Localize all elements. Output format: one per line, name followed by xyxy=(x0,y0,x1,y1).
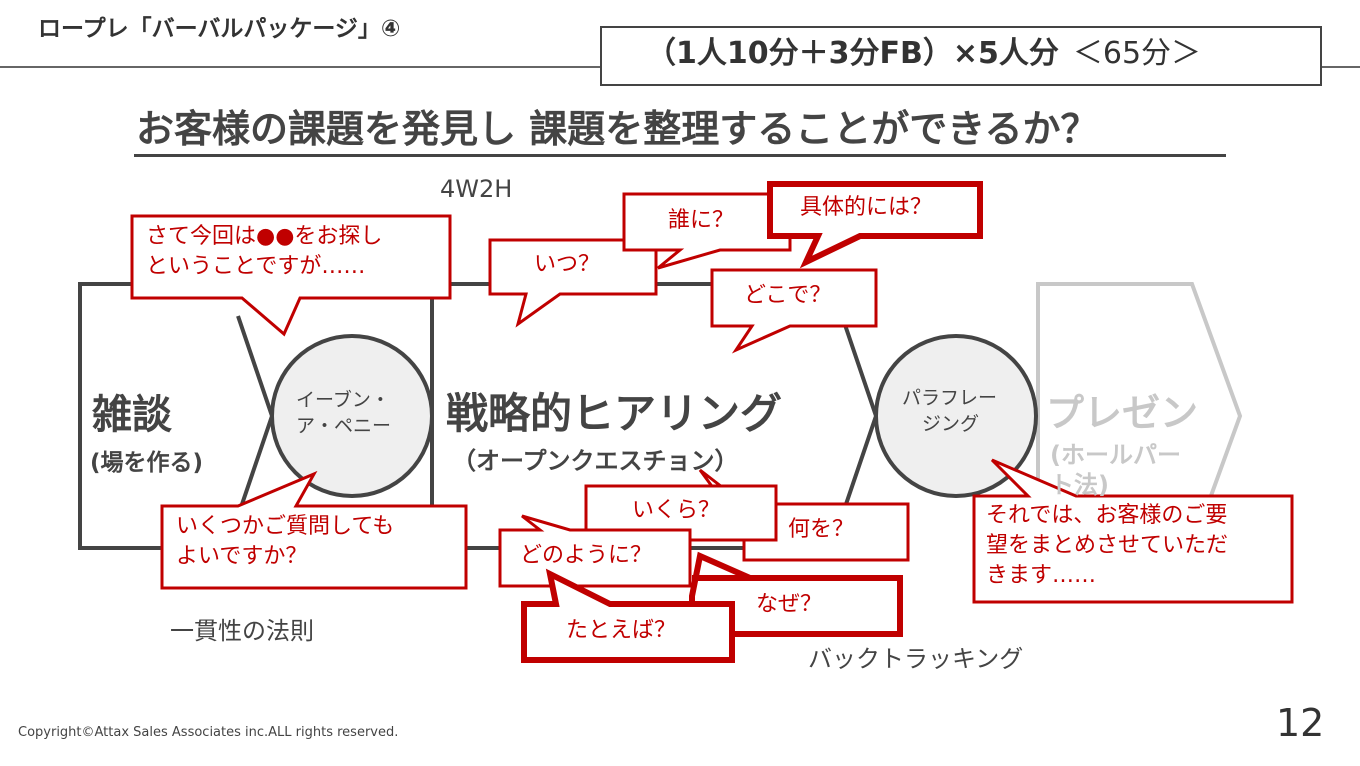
time-total: ＜65分＞ xyxy=(1072,36,1202,71)
time-box xyxy=(600,26,1322,86)
bubble-how: どのように？ xyxy=(520,543,653,568)
paraphrase-label-1: パラフレー xyxy=(902,387,998,409)
bubble-ask: いくつかご質問しても よいですか？ xyxy=(176,512,394,572)
bubble-ask-line1: いくつかご質問しても xyxy=(176,514,395,539)
bubble-what: 何を？ xyxy=(788,517,855,542)
bubble-summary-line3: きます…… xyxy=(986,563,1097,588)
even-penny-circle xyxy=(270,334,434,498)
bubble-intro-line1: さて今回は●●をお探し xyxy=(146,224,383,249)
zatsudan-title: 雑談 xyxy=(92,392,172,438)
bubble-specific-shape xyxy=(767,181,983,269)
consistency-label: 一貫性の法則 xyxy=(170,617,314,645)
bubble-intro-shape xyxy=(130,214,452,337)
backtracking-label: バックトラッキング xyxy=(808,645,1024,673)
bubble-ask-shape xyxy=(160,470,468,590)
bubble-where: どこで？ xyxy=(744,283,832,308)
bubble-specific: 具体的には？ xyxy=(800,195,933,220)
bubble-intro-line2: ということですが…… xyxy=(146,254,366,279)
bubble-why: なぜ？ xyxy=(756,592,823,617)
bubble-when: いつ？ xyxy=(534,252,601,277)
time-formula: （1人10分＋3分FB）×5人分 xyxy=(646,36,1059,71)
bubble-who: 誰に？ xyxy=(668,208,735,233)
bubble-intro: さて今回は●●をお探し ということですが…… xyxy=(146,222,382,282)
bubble-howmuch: いくら？ xyxy=(632,498,721,523)
presen-subtitle-1: (ホールパー xyxy=(1050,441,1181,469)
hearing-subtitle: （オープンクエスチョン） xyxy=(452,447,739,475)
bubble-summary-shape xyxy=(972,458,1294,604)
page-number: 12 xyxy=(1276,701,1325,745)
main-question: お客様の課題を発見し 課題を整理することができるか？ xyxy=(136,107,1099,151)
bubble-how-shape xyxy=(498,514,692,588)
even-penny-label-1: イーブン・ xyxy=(296,389,390,411)
bubble-summary-line1: それでは、お客様のご要 xyxy=(986,503,1228,528)
bubble-ask-line2: よいですか？ xyxy=(176,544,308,569)
penny-left-connector xyxy=(236,315,275,517)
bubble-where-shape xyxy=(710,268,878,354)
paraphrase-label-2: ジング xyxy=(922,413,980,435)
hearing-title: 戦略的ヒアリング xyxy=(446,389,783,438)
presen-subtitle-2: ト法) xyxy=(1050,471,1109,499)
slide-title: ロープレ「バーバルパッケージ」④ xyxy=(38,16,401,42)
paraphrase-left-connector xyxy=(840,315,879,517)
bubble-example: たとえば？ xyxy=(566,618,677,643)
bubble-summary-line2: 望をまとめさせていただ xyxy=(986,533,1229,558)
zatsudan-subtitle: (場を作る) xyxy=(90,450,204,476)
copyright: Copyright©Attax Sales Associates inc.ALL… xyxy=(18,725,399,740)
time-label: （1人10分＋3分FB）×5人分 ＜65分＞ xyxy=(646,36,1202,72)
question-underline xyxy=(134,154,1226,157)
presen-title: プレゼン xyxy=(1046,391,1199,435)
even-penny-label-2: ア・ペニー xyxy=(296,415,392,437)
bubble-summary: それでは、お客様のご要 望をまとめさせていただ きます…… xyxy=(986,501,1228,591)
w2h-label: 4W2H xyxy=(440,175,513,203)
paraphrase-circle xyxy=(874,334,1038,498)
bubble-example-shape xyxy=(521,568,735,663)
